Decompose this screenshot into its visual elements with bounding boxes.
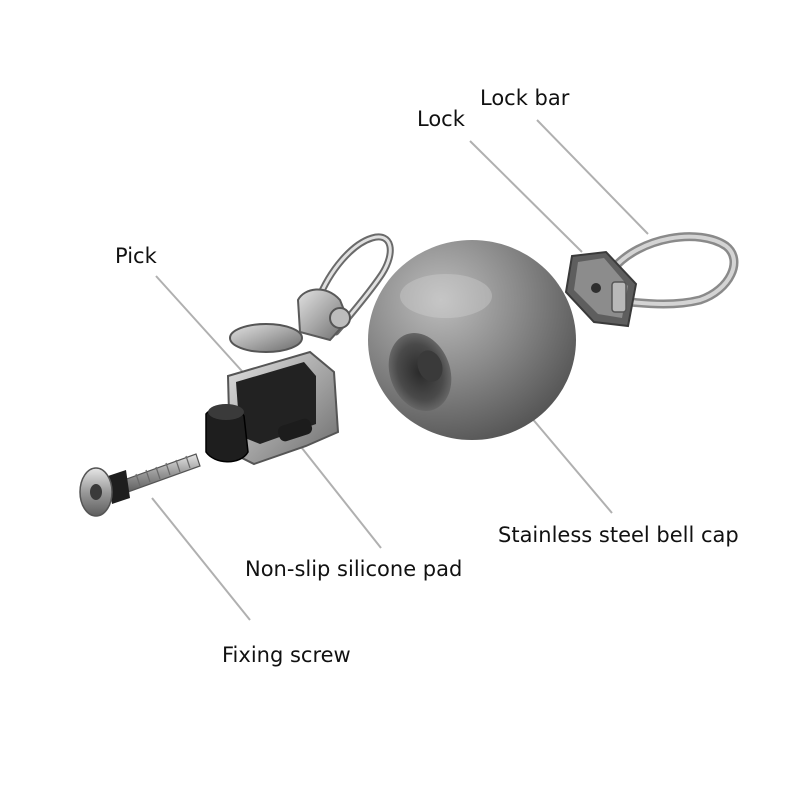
leader-line-bell-cap [524,409,613,514]
pick-part [226,233,394,466]
leader-line-lock [469,140,583,253]
label-bell-cap: Stainless steel bell cap [498,523,739,547]
leader-lines [151,119,649,621]
label-silicone-pad: Non-slip silicone pad [245,557,463,581]
label-pick: Pick [115,244,157,268]
leader-line-silicone-pad [293,437,382,549]
bell-cap-part [368,240,576,440]
silicone-pad-part [205,404,313,463]
label-lock-bar: Lock bar [480,86,570,110]
label-fixing-screw: Fixing screw [222,643,351,667]
leader-line-pick [155,275,251,381]
label-lock: Lock [417,107,465,131]
lock-part [564,250,638,328]
lock-bar-part [607,232,739,309]
leader-line-lock-bar [536,119,649,235]
leader-line-fixing-screw [151,497,251,621]
fixing-screw-part [79,453,201,517]
